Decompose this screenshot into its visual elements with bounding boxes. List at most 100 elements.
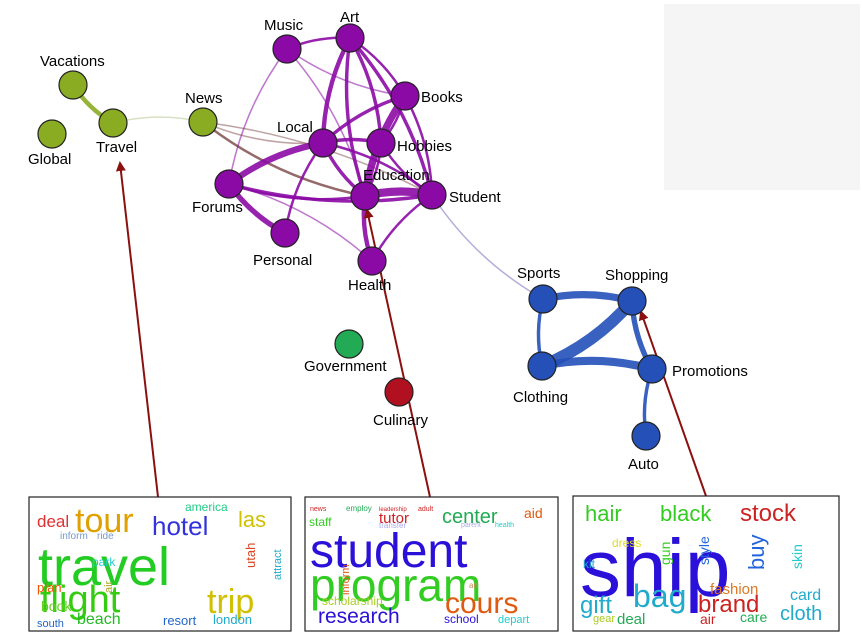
wordcloud-shopping-word-skin: skin — [789, 544, 805, 569]
node-circle-health[interactable] — [357, 246, 387, 276]
wordcloud-shopping-word-kit: kit — [583, 557, 596, 571]
wordcloud-education-word-staff: staff — [309, 515, 332, 529]
wordcloud-shopping-word-dress: dress — [612, 536, 641, 550]
wordcloud-education-word-program: program — [310, 559, 481, 611]
node-hobbies[interactable]: Hobbies — [366, 128, 452, 158]
node-circle-music[interactable] — [272, 34, 302, 64]
wordcloud-shopping-word-fashion: fashion — [710, 581, 758, 598]
edge-news-education — [201, 120, 367, 198]
wordcloud-travel-word-attract: attract — [272, 549, 284, 580]
node-forums[interactable]: Forums — [192, 169, 244, 216]
background-panel — [664, 4, 860, 190]
wordcloud-travel-word-tour: tour — [75, 502, 134, 540]
wordcloud-education-word-adult: adult — [418, 506, 433, 513]
wordcloud-travel-word-london: london — [213, 612, 252, 627]
node-promotions[interactable]: Promotions — [637, 354, 748, 384]
node-circle-personal[interactable] — [270, 218, 300, 248]
edge-student-sports — [431, 194, 544, 300]
node-label-auto: Auto — [628, 456, 659, 473]
edge-local-personal — [283, 141, 325, 235]
node-circle-books[interactable] — [390, 81, 420, 111]
node-label-personal: Personal — [253, 252, 312, 269]
node-circle-education[interactable] — [350, 181, 380, 211]
node-circle-clothing[interactable] — [527, 351, 557, 381]
node-circle-vacations[interactable] — [58, 70, 88, 100]
node-circle-forums[interactable] — [214, 169, 244, 199]
node-government[interactable]: Government — [304, 329, 387, 375]
wordcloud-travel-word-resort: resort — [163, 613, 197, 628]
node-circle-sports[interactable] — [528, 284, 558, 314]
node-personal[interactable]: Personal — [253, 218, 312, 269]
callout-arrow-travel — [115, 161, 159, 498]
node-label-sports: Sports — [517, 265, 560, 282]
callout-arrow-shopping — [638, 310, 707, 497]
node-circle-government[interactable] — [334, 329, 364, 359]
node-label-books: Books — [421, 89, 463, 106]
node-art[interactable]: Art — [335, 9, 365, 53]
node-circle-global[interactable] — [37, 119, 67, 149]
wordcloud-travel-word-air: air — [103, 580, 115, 593]
node-sports[interactable]: Sports — [517, 265, 560, 314]
wordcloud-education-word-news: news — [310, 506, 327, 513]
node-label-student: Student — [449, 189, 502, 206]
wordcloud-shopping-word-gift: gift — [580, 592, 612, 619]
wordcloud-travel-word-south: south — [37, 618, 64, 630]
edge-art-education — [344, 36, 367, 198]
wordcloud-education-frame — [304, 496, 559, 632]
node-education[interactable]: Education — [350, 167, 430, 211]
node-circle-shopping[interactable] — [617, 286, 647, 316]
wordcloud-travel-word-plan: plan — [37, 580, 62, 595]
wordcloud-travel-word-beach: beach — [77, 611, 121, 628]
node-culinary[interactable]: Culinary — [373, 377, 429, 429]
wordcloud-shopping-word-brand: brand — [698, 591, 759, 618]
node-vacations[interactable]: Vacations — [40, 53, 105, 100]
wordcloud-shopping-word-gear: gear — [593, 613, 615, 625]
node-label-promotions: Promotions — [672, 363, 748, 380]
node-circle-culinary[interactable] — [384, 377, 414, 407]
node-student[interactable]: Student — [417, 180, 502, 210]
node-health[interactable]: Health — [348, 246, 391, 294]
wordcloud-travel-word-hotel: hotel — [152, 511, 208, 541]
node-label-global: Global — [28, 151, 71, 168]
wordcloud-shopping-word-care: care — [740, 609, 767, 625]
wordcloud-shopping-word-card: card — [790, 587, 821, 604]
wordcloud-travel-word-inform: inform — [60, 531, 88, 542]
wordcloud-education-word-research: research — [318, 605, 400, 628]
node-global[interactable]: Global — [28, 119, 71, 168]
node-label-culinary: Culinary — [373, 412, 429, 429]
node-circle-hobbies[interactable] — [366, 128, 396, 158]
wordcloud-education-word-cours: cours — [445, 587, 518, 620]
edge-clothing-promotions — [537, 356, 657, 374]
node-books[interactable]: Books — [390, 81, 463, 111]
node-circle-auto[interactable] — [631, 421, 661, 451]
node-circle-student[interactable] — [417, 180, 447, 210]
wordcloud-education-word-center: center — [442, 506, 498, 528]
node-circle-travel[interactable] — [98, 108, 128, 138]
wordcloud-travel-word-deal: deal — [37, 512, 69, 531]
node-circle-art[interactable] — [335, 23, 365, 53]
node-shopping[interactable]: Shopping — [605, 267, 668, 316]
wordcloud-education-word-leadership: leadership — [379, 507, 407, 513]
node-news[interactable]: News — [185, 90, 223, 137]
node-label-shopping: Shopping — [605, 267, 668, 284]
node-circle-promotions[interactable] — [637, 354, 667, 384]
node-circle-local[interactable] — [308, 128, 338, 158]
node-circle-news[interactable] — [188, 107, 218, 137]
wordcloud-shopping-word-cloth: cloth — [780, 603, 822, 625]
node-label-local: Local — [277, 119, 313, 136]
node-label-forums: Forums — [192, 199, 243, 216]
wordcloud-travel-word-park: park — [92, 555, 116, 569]
node-travel[interactable]: Travel — [96, 108, 137, 156]
wordcloud-travel-word-ride: ride — [97, 531, 114, 542]
node-local[interactable]: Local — [277, 119, 338, 158]
wordcloud-travel-word-las: las — [238, 507, 266, 532]
wordcloud-shopping-word-black: black — [660, 501, 712, 526]
wordcloud-education-word-employ: employ — [346, 504, 372, 513]
wordcloud-shopping-word-hair: hair — [585, 501, 622, 526]
node-auto[interactable]: Auto — [628, 421, 661, 473]
wordcloud-education-word-parent: parent — [461, 522, 481, 529]
node-music[interactable]: Music — [264, 17, 304, 64]
node-clothing[interactable]: Clothing — [513, 351, 568, 406]
